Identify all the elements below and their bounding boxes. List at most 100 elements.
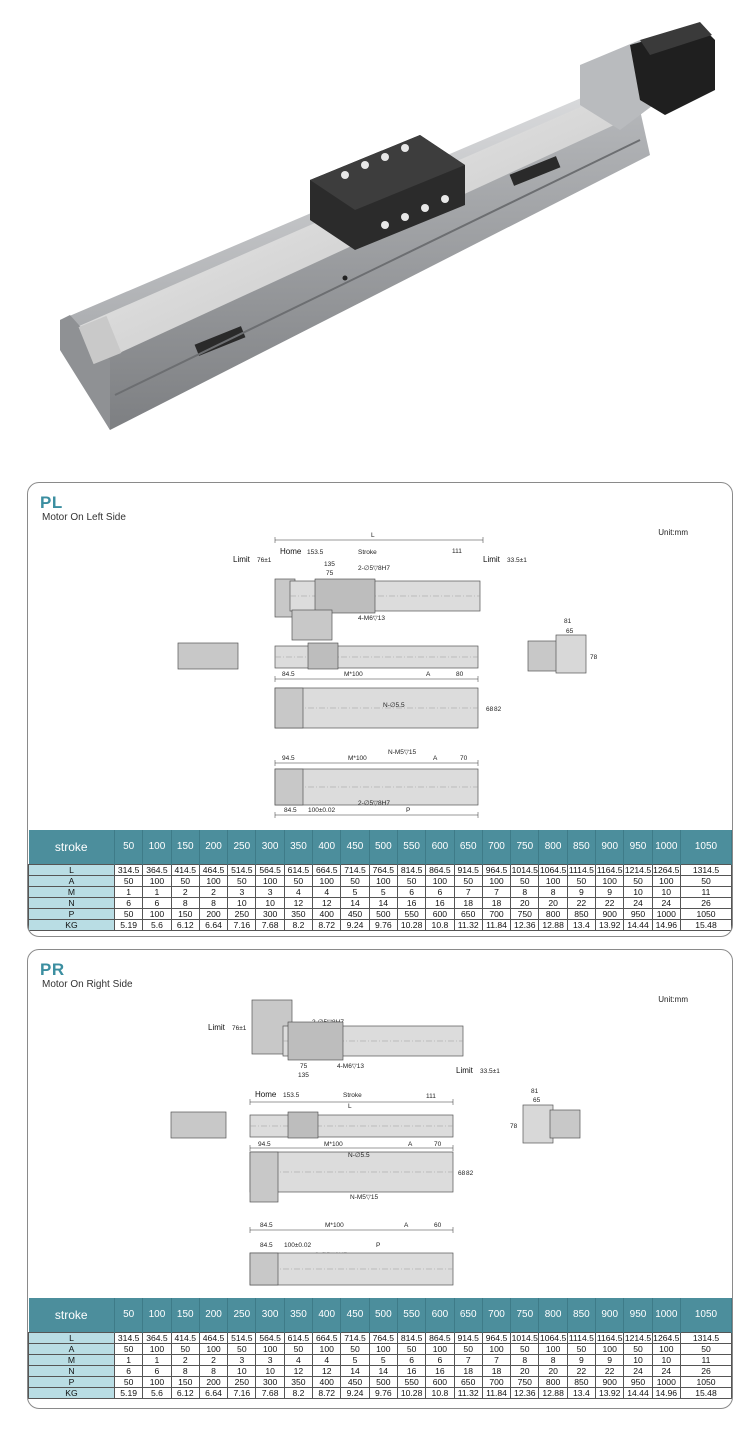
dimension-label: Home (255, 1090, 277, 1099)
dimension-label: 65 (566, 628, 574, 635)
table-cell: 100 (538, 874, 568, 887)
table-cell: 50 (170, 874, 200, 887)
table-cell: 14 (340, 896, 370, 909)
table-cell: 12.88 (538, 918, 568, 931)
dimension-label: M*100 (325, 1222, 344, 1229)
table-cell: 150 (170, 1375, 200, 1388)
dimension-label: P (406, 807, 410, 814)
table-cell: 6 (113, 1364, 144, 1377)
dimension-label: M*100 (348, 755, 367, 762)
dimension-label: 153.5 (283, 1092, 300, 1099)
dimension-label: 84.5 (284, 807, 297, 814)
row-label: L (28, 863, 115, 876)
table-cell: 26 (680, 1364, 732, 1377)
dimension-label: 33.5±1 (507, 557, 527, 564)
table-cell: 6 (396, 885, 427, 898)
table-cell: 6 (142, 1364, 172, 1377)
section-subtitle: Motor On Left Side (42, 512, 126, 523)
stroke-header-cell: 650 (454, 830, 483, 864)
table-cell: 850 (566, 1375, 597, 1388)
table-cell: 100 (651, 1342, 682, 1355)
row-label: P (28, 1375, 115, 1388)
table-cell: 1 (113, 1353, 144, 1366)
table-cell: 50 (510, 1342, 540, 1355)
table-cell: 764.5 (368, 863, 398, 876)
table-cell: 10 (255, 1364, 285, 1377)
table-cell: 100 (142, 874, 172, 887)
table-cell: 50 (623, 1342, 653, 1355)
table-cell: 1314.5 (680, 863, 732, 876)
table-cell: 5.19 (113, 918, 144, 931)
table-cell: 3 (255, 1353, 285, 1366)
dimension-label: 82 (466, 1170, 474, 1177)
table-cell: 8 (510, 885, 540, 898)
table-cell: 914.5 (453, 863, 483, 876)
row-label: A (28, 1342, 115, 1355)
dimension-label: Stroke (343, 1092, 362, 1099)
table-cell: 11 (680, 885, 732, 898)
table-cell: 12.36 (510, 918, 540, 931)
dimension-label: 68 (458, 1170, 466, 1177)
table-cell: 7.68 (255, 918, 285, 931)
table-cell: 1064.5 (538, 1331, 568, 1344)
table-cell: 700 (481, 1375, 512, 1388)
table-cell: 200 (198, 1375, 229, 1388)
table-cell: 5.6 (142, 1386, 172, 1399)
table-cell: 16 (425, 896, 455, 909)
table-cell: 1214.5 (623, 863, 653, 876)
table-cell: 364.5 (142, 1331, 172, 1344)
table-cell: 8 (538, 885, 568, 898)
table-cell: 314.5 (113, 1331, 144, 1344)
table-cell: 800 (538, 907, 568, 920)
table-cell: 12 (283, 896, 314, 909)
dimension-label: A (408, 1141, 413, 1148)
dimension-label: 60 (434, 1222, 442, 1229)
table-cell: 8.72 (312, 918, 342, 931)
table-cell: 450 (340, 907, 370, 920)
table-cell: 7 (481, 1353, 512, 1366)
table-cell: 464.5 (198, 1331, 229, 1344)
table-cell: 16 (396, 1364, 427, 1377)
dimension-label: 78 (590, 654, 598, 661)
table-cell: 10 (651, 885, 682, 898)
table-cell: 26 (680, 896, 732, 909)
table-cell: 10 (227, 1364, 257, 1377)
table-cell: 100 (481, 874, 512, 887)
table-cell: 564.5 (255, 863, 285, 876)
motor-body (274, 768, 304, 806)
table-cell: 10 (623, 885, 653, 898)
table-cell: 900 (595, 1375, 625, 1388)
table-cell: 50 (227, 1342, 257, 1355)
table-cell: 50 (340, 874, 370, 887)
table-cell: 4 (283, 885, 314, 898)
dimension-label: 84.5 (260, 1242, 273, 1249)
table-cell: 7 (453, 1353, 483, 1366)
table-cell: 6 (113, 896, 144, 909)
dimension-label: Limit (233, 555, 251, 564)
table-cell: 100 (198, 874, 229, 887)
end-profile (522, 1104, 554, 1144)
table-cell: 614.5 (283, 863, 314, 876)
stroke-header-cell: 550 (397, 830, 427, 864)
table-cell: 50 (680, 874, 732, 887)
table-cell: 11.84 (481, 918, 512, 931)
table-cell: 18 (453, 896, 483, 909)
stroke-header-cell: 1000 (652, 830, 682, 864)
table-cell: 14 (368, 1364, 398, 1377)
table-cell: 250 (227, 1375, 257, 1388)
table-cell: 100 (312, 874, 342, 887)
table-cell: 10.28 (396, 1386, 427, 1399)
stroke-header-cell: 350 (284, 830, 314, 864)
table-cell: 1 (142, 885, 172, 898)
table-cell: 100 (595, 874, 625, 887)
table-cell: 7.16 (227, 1386, 257, 1399)
table-cell: 7.68 (255, 1386, 285, 1399)
table-cell: 10.28 (396, 918, 427, 931)
table-cell: 24 (651, 1364, 682, 1377)
table-cell: 50 (283, 1342, 314, 1355)
table-cell: 12 (283, 1364, 314, 1377)
table-cell: 1214.5 (623, 1331, 653, 1344)
table-cell: 950 (623, 1375, 653, 1388)
